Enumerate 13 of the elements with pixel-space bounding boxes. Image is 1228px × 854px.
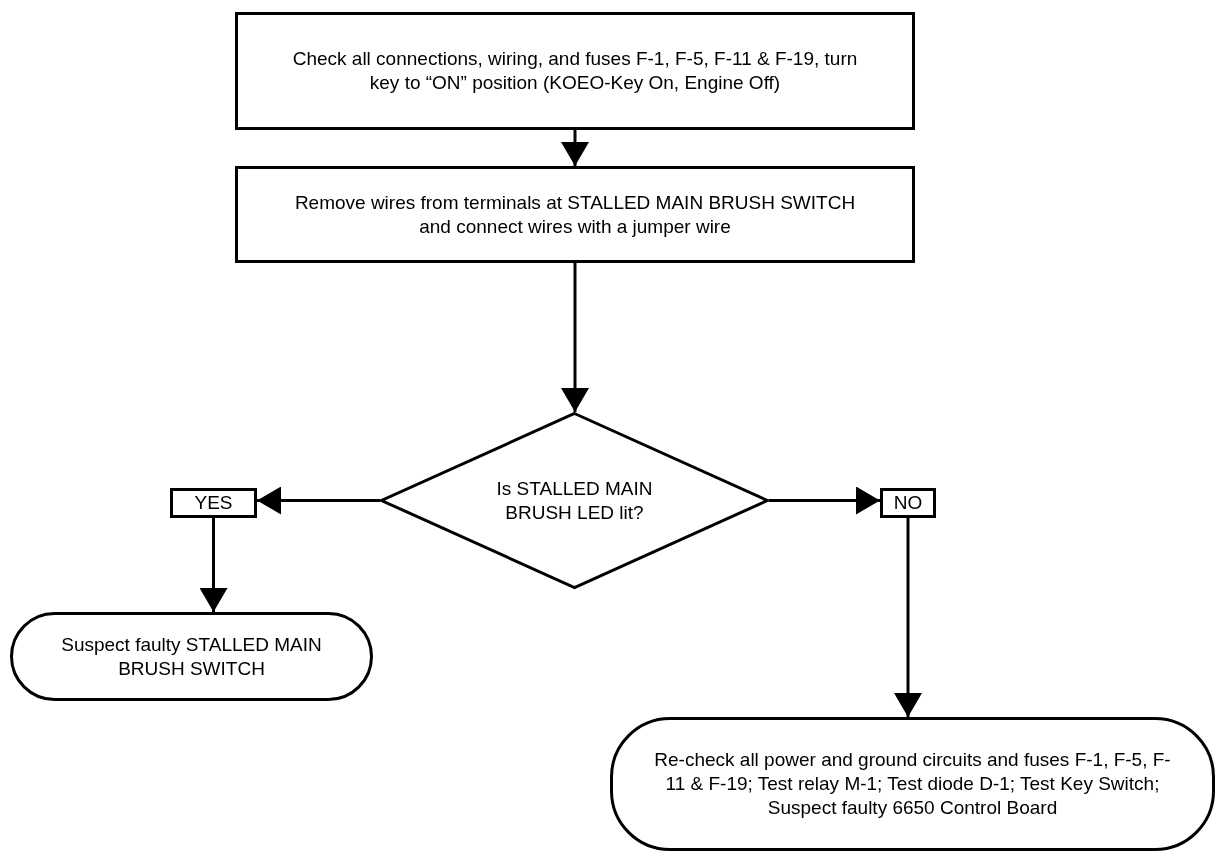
arrow (257, 486, 380, 515)
decision-text: Is STALLED MAIN BRUSH LED lit? (495, 476, 654, 525)
arrow (769, 486, 880, 515)
process-box: Check all connections, wiring, and fuses F-1, F-5, F-11 & F-19, turn key to “ON” position (KOEO-Key On, Engine Off) (235, 12, 915, 130)
arrow (561, 263, 589, 412)
arrow (199, 518, 228, 612)
process-box: Remove wires from terminals at STALLED MAIN BRUSH SWITCH and connect wires with a jumper wire (235, 166, 915, 263)
arrow (561, 130, 589, 166)
answer-box: NO (880, 488, 936, 518)
answer-box: YES (170, 488, 257, 518)
terminal-box: Suspect faulty STALLED MAIN BRUSH SWITCH (10, 612, 373, 701)
terminal-box: Re-check all power and ground circuits and fuses F-1, F-5, F-11 & F-19; Test relay M-1; Test diode D-1; Test Key Switch; Suspect faulty 6650 Control Board (610, 717, 1215, 851)
arrow (894, 518, 922, 717)
